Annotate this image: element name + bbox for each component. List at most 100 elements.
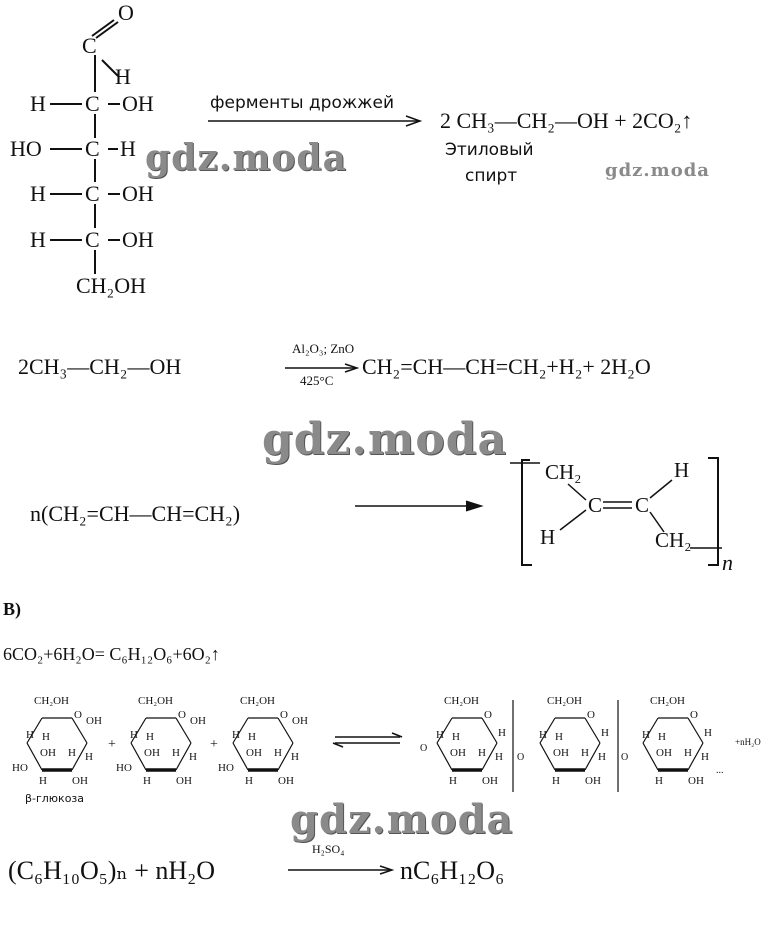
ring-bond: [436, 717, 453, 744]
ring-atom: CH₂OH: [444, 695, 480, 707]
reaction4-reactant: (C₆H₁₀O₅)ₙ + nH₂O: [8, 856, 215, 885]
ring-atom: CH₂OH: [650, 695, 686, 707]
ring-atom: O: [74, 709, 82, 721]
atom: H: [540, 525, 556, 549]
ellipsis: ...: [716, 765, 724, 776]
atom: OH: [122, 181, 154, 206]
ring-atom: H: [85, 751, 93, 763]
ring-bond: [687, 742, 704, 771]
atom-group: CH₂OH: [76, 273, 147, 298]
atom: C: [85, 227, 100, 252]
ring-atom: OH: [86, 715, 102, 727]
ring-atom: H: [248, 731, 256, 743]
ring-atom: H: [684, 747, 692, 759]
ring-atom: H: [601, 727, 609, 739]
plus-sign: +: [108, 737, 116, 752]
ring-atom: OH: [688, 775, 704, 787]
ring-atom: CH₂OH: [138, 695, 174, 707]
degree-n: n: [722, 550, 733, 575]
ring-atom: HO: [116, 762, 132, 774]
ring-atom: OH: [72, 775, 88, 787]
ring-atom: H: [452, 731, 460, 743]
reaction2-product: CH₂=CH—CH=CH₂+H₂+ 2H₂O: [362, 354, 651, 379]
ring-bond: [687, 717, 704, 744]
ring-atom: OH: [190, 715, 206, 727]
ring-atom: OH: [176, 775, 192, 787]
section-label: В): [3, 599, 21, 619]
ring-atom: O: [178, 709, 186, 721]
ring-bond: [584, 742, 601, 771]
ring-atom: OH: [292, 715, 308, 727]
bridge-o: O: [420, 743, 428, 754]
ring-atom: HO: [12, 762, 28, 774]
ring-atom: O: [690, 709, 698, 721]
ring-bond: [277, 742, 294, 771]
reaction4-product: nC₆H₁₂O₆: [400, 856, 505, 885]
ring-bond: [584, 717, 601, 744]
ring-atom: H: [42, 731, 50, 743]
photosynthesis-equation: 6CO₂+6H₂O= C₆H₁₂O₆+6O₂↑: [3, 644, 220, 664]
ring-bond: [436, 742, 453, 771]
ring-bond: [130, 742, 147, 771]
ring-bond: [277, 717, 294, 744]
ring-atom: H: [68, 747, 76, 759]
ring-atom: OH: [278, 775, 294, 787]
atom-group: CH₂: [545, 460, 582, 484]
atom: H: [120, 136, 136, 161]
ring-atom: H: [26, 729, 34, 741]
ring-atom: CH₂OH: [240, 695, 276, 707]
reaction3-reactant: n(CH₂=CH—CH=CH₂): [30, 501, 241, 526]
ring-atom: OH: [40, 747, 56, 759]
reaction1-condition: ферменты дрожжей: [210, 93, 394, 113]
water-term: +nH₂O: [735, 737, 761, 747]
atom: OH: [122, 91, 154, 116]
ring-atom: H: [598, 751, 606, 763]
ring-bond: [642, 717, 659, 744]
reaction4-catalyst: H₂SO₄: [312, 842, 345, 856]
ring-atom: OH: [553, 747, 569, 759]
ring-bond: [232, 717, 249, 744]
ring-atom: OH: [656, 747, 672, 759]
ring-bond: [481, 717, 498, 744]
watermark: gdz.moda: [262, 414, 508, 465]
ring-atom: H: [130, 729, 138, 741]
ring-atom: H: [498, 727, 506, 739]
reaction2-temperature: 425°C: [300, 373, 334, 388]
beta-glucose-label: β-глюкоза: [25, 792, 85, 805]
atom: C: [635, 493, 650, 517]
ring-bond: [481, 742, 498, 771]
ring-bond: [71, 717, 88, 744]
product-name-line1: Этиловый: [445, 140, 534, 160]
atom-group: CH₂: [655, 528, 692, 552]
ring-bond: [26, 742, 43, 771]
ring-atom: O: [484, 709, 492, 721]
ring-bond: [232, 742, 249, 771]
product-name-line2: спирт: [465, 166, 518, 186]
plus-sign: +: [210, 737, 218, 752]
ring-atom: H: [274, 747, 282, 759]
atom: C: [85, 91, 100, 116]
ring-atom: H: [581, 747, 589, 759]
ring-atom: H: [701, 751, 709, 763]
ring-bond: [26, 717, 43, 744]
ring-atom: H: [143, 775, 151, 787]
watermark: gdz.moda: [290, 796, 514, 843]
atom-o: O: [118, 0, 134, 25]
atom: OH: [122, 227, 154, 252]
ring-atom: H: [539, 729, 547, 741]
ring-atom: H: [655, 775, 663, 787]
ring-bond: [175, 717, 192, 744]
bridge-o: O: [517, 752, 525, 763]
ring-atom: H: [495, 751, 503, 763]
ring-atom: O: [587, 709, 595, 721]
ring-atom: H: [245, 775, 253, 787]
watermark: gdz.moda: [145, 137, 347, 179]
ring-bond: [130, 717, 147, 744]
ring-atom: CH₂OH: [34, 695, 70, 707]
ring-atom: H: [552, 775, 560, 787]
atom: C: [85, 136, 100, 161]
atom: H: [30, 91, 46, 116]
ring-atom: H: [642, 729, 650, 741]
